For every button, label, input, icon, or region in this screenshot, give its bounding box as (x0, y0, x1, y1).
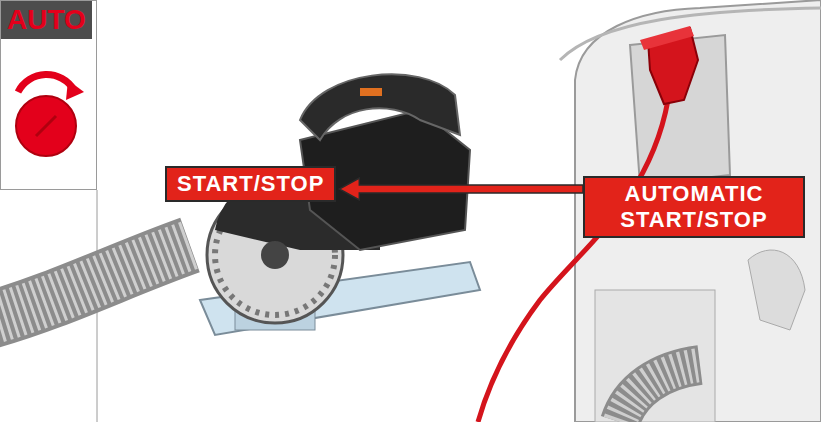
pointer-arrow (339, 178, 583, 200)
vacuum-body (575, 0, 821, 422)
rotate-arrow (18, 74, 74, 92)
mode-label: AUTO (1, 1, 92, 39)
hose-right (620, 365, 700, 422)
vacuum-recess (748, 250, 805, 330)
mode-panel: AUTO (0, 0, 97, 190)
socket-flap (640, 26, 694, 50)
dial-mark (36, 116, 56, 136)
hose-right-ribs (620, 365, 700, 422)
saw-arbor (261, 241, 289, 269)
callout-text: START/STOP (177, 171, 324, 197)
hose-ribs (0, 245, 190, 320)
callout-box: AUTOMATIC START/STOP (583, 176, 805, 238)
power-cable (478, 100, 668, 422)
hose-left (0, 245, 190, 320)
dial-knob (16, 96, 76, 156)
rotate-arrowhead (66, 80, 84, 100)
saw-handle (300, 74, 460, 140)
callout-text: AUTOMATIC START/STOP (595, 181, 793, 233)
vacuum-front (595, 290, 715, 422)
callout-box: START/STOP (165, 166, 336, 202)
saw-switch (360, 88, 382, 96)
